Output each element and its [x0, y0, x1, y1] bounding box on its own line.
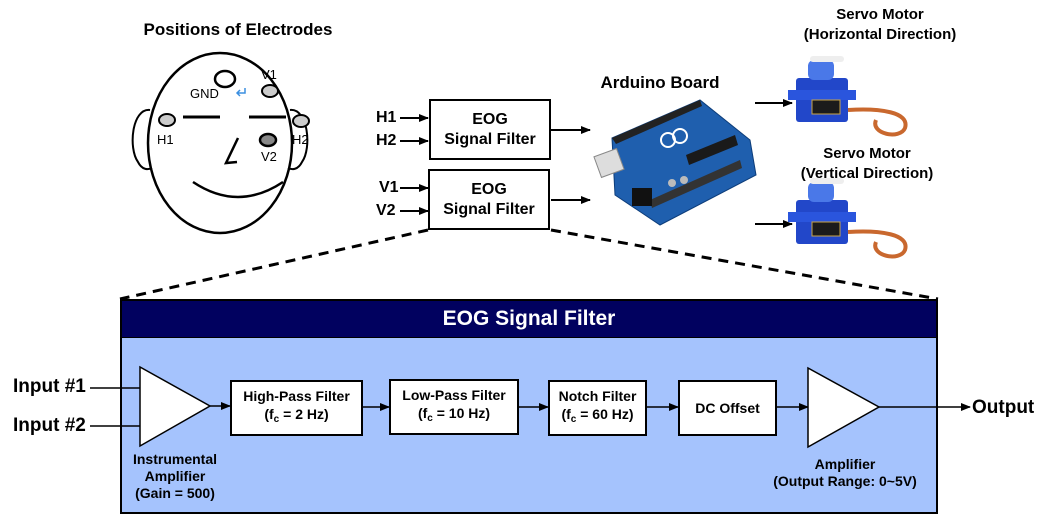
- amp-label-line2: (Output Range: 0~5V): [773, 473, 917, 489]
- block-cutoff: (fc = 10 Hz): [418, 404, 490, 428]
- cutoff-prefix: (f: [417, 405, 428, 421]
- output-label: Output: [972, 397, 1035, 418]
- filter-line1: EOG: [471, 180, 507, 198]
- gnd-electrode: [213, 69, 237, 89]
- servo-title-line1: Servo Motor: [836, 6, 924, 23]
- filter2-input-v1: V1: [379, 179, 399, 196]
- instrumental-amplifier-label: Instrumental Amplifier (Gain = 500): [110, 451, 240, 502]
- block-cutoff: (fc = 60 Hz): [561, 405, 633, 429]
- cutoff-value: = 10 Hz): [432, 405, 491, 421]
- servo-title-line2: (Horizontal Direction): [803, 26, 957, 43]
- zoom-line-left: [119, 228, 429, 301]
- panel-title: EOG Signal Filter: [442, 307, 616, 330]
- input-2-label: Input #2: [13, 415, 86, 436]
- eog-filter-horizontal: EOG Signal Filter: [429, 99, 551, 160]
- cutoff-value: = 60 Hz): [576, 406, 634, 422]
- v2-label: V2: [261, 149, 277, 164]
- filter1-input-h2: H2: [376, 132, 397, 149]
- arduino-title: Arduino Board: [600, 73, 720, 92]
- filter-line2: Signal Filter: [444, 130, 536, 148]
- electrodes-title: Positions of Electrodes: [143, 20, 333, 39]
- v1-electrode: [261, 84, 279, 98]
- servo-horizontal-title: Servo Motor (Horizontal Direction): [790, 5, 970, 45]
- block-cutoff: (fc = 2 Hz): [264, 405, 328, 429]
- nose: [223, 137, 240, 165]
- zoom-line-right: [550, 228, 939, 301]
- amp-label-line1: Instrumental: [132, 451, 217, 467]
- head-drawing: [131, 51, 310, 235]
- left-ear: [131, 108, 153, 171]
- servo-title-line2: (Vertical Direction): [800, 165, 934, 182]
- v2-electrode: [258, 132, 278, 148]
- cutoff-sub: c: [427, 413, 433, 424]
- block-name: Low-Pass Filter: [402, 387, 506, 403]
- input-1-label: Input #1: [13, 376, 86, 397]
- notch-filter-block: Notch Filter (fc = 60 Hz): [548, 380, 647, 436]
- cutoff-prefix: (f: [264, 406, 274, 422]
- cutoff-sub: c: [273, 414, 280, 425]
- eog-filter-vertical: EOG Signal Filter: [428, 169, 550, 230]
- filter2-input-v2: V2: [376, 202, 396, 219]
- amp-label-line2: Amplifier: [144, 468, 206, 484]
- servo-horizontal-image: [788, 56, 908, 137]
- dc-offset-block: DC Offset: [678, 380, 777, 436]
- high-pass-filter-block: High-Pass Filter (fc = 2 Hz): [230, 380, 363, 436]
- h2-electrode: [292, 114, 310, 128]
- h2-label: H2: [292, 132, 309, 147]
- amp-label-line1: Amplifier: [814, 456, 876, 472]
- cutoff-sub: c: [570, 414, 577, 425]
- filter-line2: Signal Filter: [443, 200, 535, 218]
- gnd-return-icon: [235, 88, 246, 97]
- gnd-label: GND: [190, 86, 219, 101]
- servo-vertical-title: Servo Motor (Vertical Direction): [767, 144, 967, 184]
- amp-label-line3: (Gain = 500): [135, 485, 215, 501]
- servo-title-line1: Servo Motor: [823, 145, 911, 162]
- filter1-input-h1: H1: [376, 109, 397, 126]
- block-name: DC Offset: [695, 400, 760, 416]
- instrumental-amplifier-symbol: [139, 365, 212, 448]
- head-outline: [146, 51, 294, 235]
- cutoff-value: = 2 Hz): [279, 406, 329, 422]
- low-pass-filter-block: Low-Pass Filter (fc = 10 Hz): [389, 379, 519, 435]
- block-name: Notch Filter: [558, 388, 637, 404]
- panel-header: EOG Signal Filter: [120, 299, 938, 339]
- output-amplifier-label: Amplifier (Output Range: 0~5V): [755, 456, 935, 490]
- servo-vertical-image: [788, 178, 908, 259]
- h1-label: H1: [157, 132, 174, 147]
- v1-label: V1: [261, 67, 277, 82]
- output-amplifier-symbol: [807, 366, 881, 449]
- h1-electrode: [158, 113, 176, 127]
- cutoff-prefix: (f: [561, 406, 571, 422]
- mouth: [192, 180, 284, 199]
- filter-line1: EOG: [472, 110, 508, 128]
- block-name: High-Pass Filter: [243, 388, 350, 404]
- arduino-board-image: [593, 99, 757, 226]
